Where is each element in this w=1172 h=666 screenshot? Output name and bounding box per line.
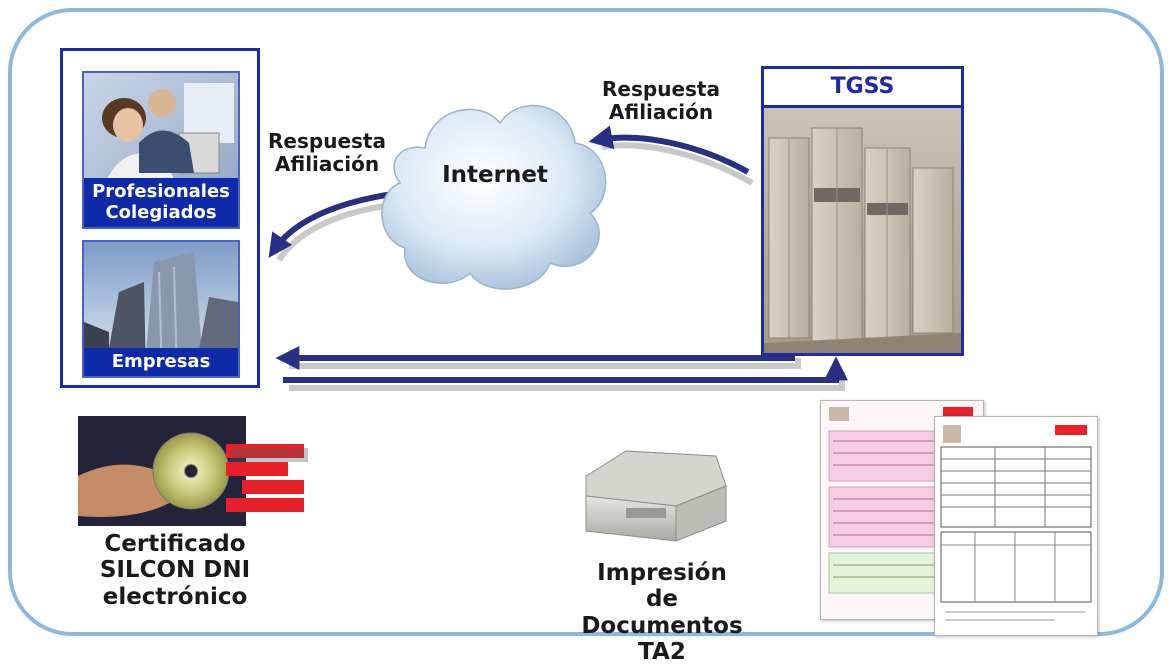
clients-panel: Profesionales Colegiados Empresas xyxy=(60,48,260,388)
companies-card: Empresas xyxy=(82,240,240,378)
cd-hand-photo xyxy=(78,416,246,526)
internet-label: Internet xyxy=(442,162,548,188)
response-left-line1: Respuesta xyxy=(268,129,386,153)
professionals-caption: Profesionales Colegiados xyxy=(84,177,238,227)
server-room-photo xyxy=(764,108,961,353)
companies-caption: Empresas xyxy=(84,348,238,376)
tgss-box: TGSS xyxy=(761,66,964,356)
response-right-line1: Respuesta xyxy=(602,77,720,101)
arrow-clients-to-server xyxy=(283,356,848,383)
white-form-drawing xyxy=(935,417,1097,635)
certificate-line2: SILCON DNI xyxy=(99,557,251,584)
certificate-label: Certificado SILCON DNI electrónico xyxy=(80,531,270,610)
printing-label: Impresión de Documentos TA2 xyxy=(562,560,762,666)
printing-line1: Impresión xyxy=(597,560,727,586)
arrow-shadow-server-cloud xyxy=(601,142,754,186)
professionals-label-line1: Profesionales xyxy=(92,180,230,202)
silcon-logo-icon xyxy=(226,444,308,512)
professionals-label-line2: Colegiados xyxy=(105,202,217,224)
response-label-right: Respuesta Afiliación xyxy=(596,78,726,124)
response-label-left: Respuesta Afiliación xyxy=(262,130,392,176)
arrow-shadow-return xyxy=(289,358,801,369)
response-right-line2: Afiliación xyxy=(608,100,714,124)
certificate-line3: electrónico xyxy=(102,583,248,610)
printing-line2: de Documentos TA2 xyxy=(581,586,743,666)
certificate-line1: Certificado xyxy=(104,531,246,557)
arrow-server-to-cloud xyxy=(588,125,750,175)
printer-icon xyxy=(585,450,727,542)
certificate-image xyxy=(78,416,246,526)
professionals-card: Profesionales Colegiados xyxy=(82,71,240,229)
response-left-line2: Afiliación xyxy=(274,152,380,176)
tgss-title: TGSS xyxy=(764,69,961,108)
internet-cloud-icon xyxy=(381,104,607,290)
ta2-form-white xyxy=(934,416,1098,636)
arrow-server-to-clients xyxy=(275,346,795,370)
